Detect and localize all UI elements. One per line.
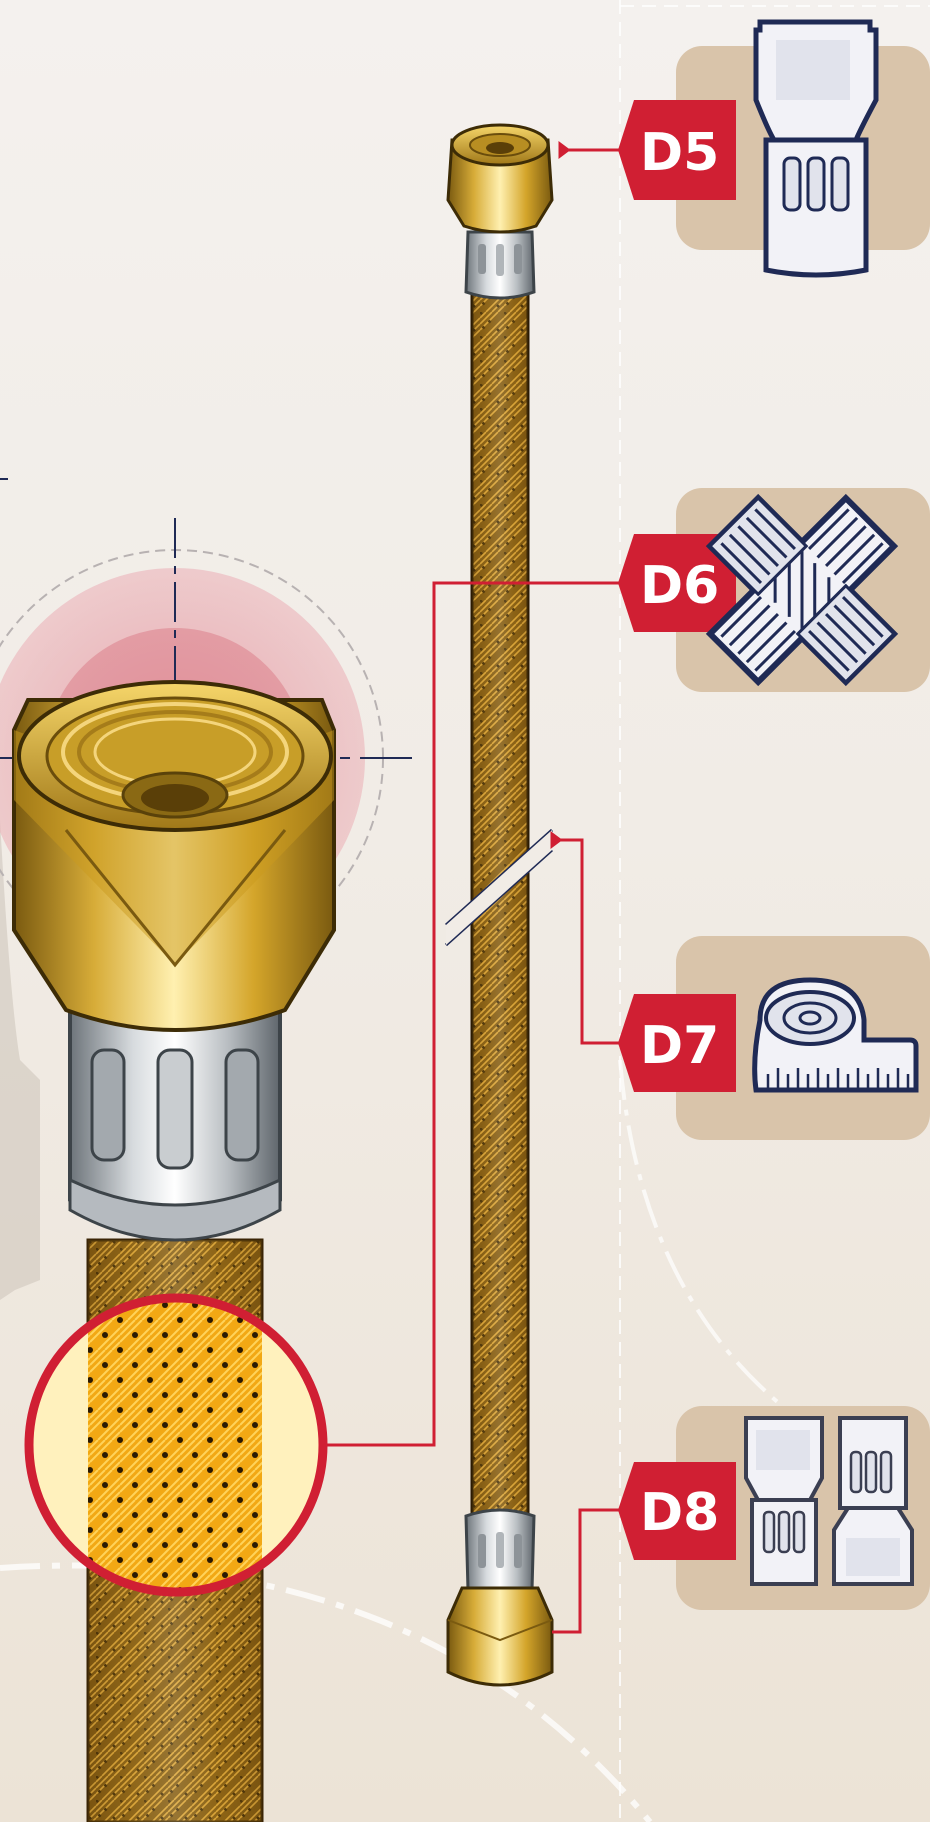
callout-d8-tag <box>618 1462 736 1560</box>
callout-d7-label: D7 <box>640 1016 719 1076</box>
callout-d8-label: D8 <box>640 1483 719 1543</box>
brass-nut <box>12 680 336 1032</box>
arrowhead-d5 <box>558 141 571 159</box>
measuring-tape-icon <box>752 977 919 1093</box>
fitting-shadow <box>0 820 40 1300</box>
fitting-pair-icon <box>744 1416 914 1586</box>
callout-d5: D5 <box>618 19 930 278</box>
callout-d5-label: D5 <box>640 123 719 183</box>
callout-d8: D8 <box>618 1406 930 1610</box>
callout-d6-tag <box>618 534 736 632</box>
chrome-collar <box>68 1008 282 1242</box>
arrowhead-d7 <box>550 831 563 849</box>
callout-d6: D6 <box>618 488 930 692</box>
callout-d6-label: D6 <box>640 556 719 616</box>
callout-d5-tag <box>618 100 736 200</box>
braided-mesh-icon <box>705 493 899 687</box>
full-hose <box>444 123 554 1687</box>
callout-d7-tag <box>618 994 736 1092</box>
weave-zoom-circle <box>24 1293 328 1597</box>
leader-lines <box>323 141 620 1634</box>
callout-d7: D7 <box>618 936 930 1140</box>
compression-fitting-icon <box>753 19 879 278</box>
